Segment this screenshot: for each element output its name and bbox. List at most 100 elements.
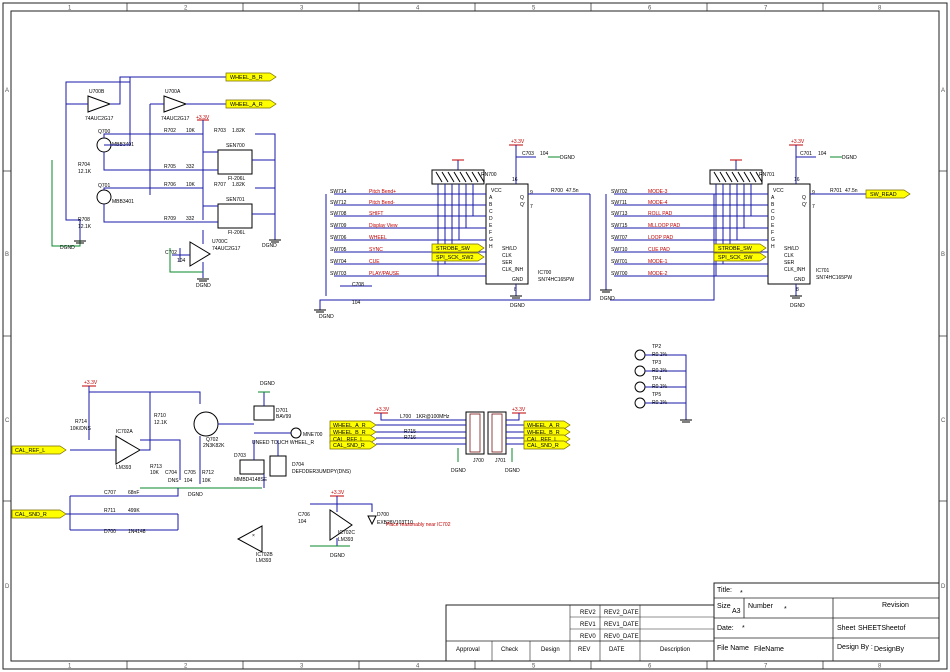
number-value: * [784, 606, 787, 613]
filename-label: File Name [717, 645, 749, 652]
u700b-ref: U700B [89, 89, 105, 95]
ic700-pin-q: Q [520, 195, 524, 201]
test-point-tp4 [634, 381, 646, 393]
test-point-tp2 [634, 349, 646, 361]
switch-name: Pitch Bend+ [369, 189, 396, 195]
switch-ref: SW710 [611, 247, 628, 253]
dgnd-label: DGND [196, 283, 211, 289]
tp-ref: TP3 [652, 360, 661, 366]
test-points: TP2 R0 1% TP3 R0 1% TP4 R0 1% TP5 R0 1% [634, 344, 692, 423]
sheet-value: SHEETSheetof [858, 625, 906, 632]
rev-code: REV0 [580, 634, 596, 640]
test-point-tp5 [634, 397, 646, 409]
dgnd-label: DGND [319, 314, 334, 320]
rev-date: REV0_DATE [604, 634, 639, 640]
switch-name: SHIFT [369, 211, 383, 217]
dgnd-label: DGND [842, 155, 857, 161]
u700a-ref: U700A [165, 89, 181, 95]
r713-ref: R713 [150, 464, 162, 470]
ic702b-part: LM393 [256, 558, 272, 564]
connector-j700 [465, 411, 485, 455]
ic700-vcc-pin: VCC [491, 188, 502, 194]
port-strobe-sw-label: STROBE_SW [436, 246, 471, 252]
size-value: A3 [732, 608, 741, 615]
ic701-pin-ser: SER [784, 260, 795, 266]
c703-val: 104 [540, 151, 549, 157]
r711-ref: R711 [104, 508, 116, 514]
d700-ref: D700 [104, 529, 116, 535]
ic701-pin9: 9 [812, 190, 815, 196]
rn700-ref: RN700 [481, 172, 497, 178]
frame-col-label: 7 [764, 664, 768, 670]
r702-val: 10K [186, 128, 196, 134]
tp-ref: TP2 [652, 344, 661, 350]
u700a-part: 74AUC2G17 [161, 116, 190, 122]
port-sw-read-label: SW_READ [870, 192, 897, 198]
frame-col-label: 3 [300, 664, 304, 670]
port-cal-snd [11, 509, 67, 519]
vcc-label: +3.3V [376, 407, 390, 413]
comparator-ic702a [115, 435, 141, 465]
transistor-q701 [96, 189, 112, 205]
r708-val: 12.1K [78, 224, 92, 230]
ic700-pin16: 16 [512, 177, 518, 183]
switch-name: MODE-1 [648, 259, 668, 265]
dgnd-label: DGND [330, 553, 345, 559]
c707-val: 68nF [128, 490, 139, 496]
ic702a-part: LM393 [116, 465, 132, 471]
r705-label: R705 [164, 164, 176, 170]
opto-sensor-sen700 [217, 149, 253, 175]
r716-ref: R716 [404, 435, 416, 441]
c707-ref: C707 [104, 490, 116, 496]
switch-ref: SW701 [611, 259, 628, 265]
sen700-part: FI-206L [228, 176, 245, 182]
frame-col-label: 6 [648, 6, 652, 12]
connector-j700-label: J700 [473, 458, 484, 464]
ic700-pin-ser: SER [502, 260, 513, 266]
r706-val: 10K [186, 182, 196, 188]
ic700-pin-g: G [489, 237, 493, 243]
port-k3-label: CAL_REF_L [527, 437, 557, 443]
d704-part: DEFDDER3UMDPY(DNS) [292, 469, 351, 475]
switch-ref: SW703 [330, 271, 347, 277]
d701-part: BAV99 [276, 414, 291, 420]
wheel-encoder-section: U700B 74AUC2G17 U700A 74AUC2G17 WHEEL_B_… [51, 72, 281, 289]
c701-val: 104 [818, 151, 827, 157]
rev-code: REV2 [580, 610, 596, 616]
switch-name: SYNC [369, 247, 383, 253]
switch-ref: SW711 [611, 200, 627, 206]
transistor-q702 [193, 411, 219, 437]
designby-value: DesignBy [874, 646, 904, 653]
switch-name: ROLL PAD [648, 211, 673, 217]
connector-section: +3.3V L700 1KR@100MHz J700 J701 R715 R71… [329, 407, 571, 474]
r709-label: R709 [164, 216, 176, 222]
tp-ref: TP4 [652, 376, 661, 382]
touch-electrode-mne700 [290, 427, 302, 439]
frame-col-label: 5 [532, 6, 536, 12]
switch-ref: SW713 [611, 211, 628, 217]
date-value: * [742, 625, 745, 632]
port-spi-sck-sw2 [431, 252, 485, 262]
mne700-ref: MNE700 [303, 432, 323, 438]
sheet-label: Sheet [837, 625, 855, 632]
r714-ref: R714 [75, 419, 87, 425]
c708-val: 104 [352, 300, 361, 306]
ic701-pin-h: H [771, 244, 775, 250]
port-cal-ref [11, 445, 67, 455]
sen700-ref: SEN700 [226, 143, 245, 149]
r701-val: 47.5n [845, 188, 858, 194]
tp-ref: TP5 [652, 392, 661, 398]
zener-d700 [367, 515, 377, 526]
switch-ref: SW715 [611, 223, 628, 229]
ic701-pin16: 16 [794, 177, 800, 183]
ic701-pin-shld: SH/LD [784, 246, 799, 252]
switch-ref: SW702 [611, 189, 628, 195]
c703-ref: C703 [522, 151, 534, 157]
touch-comparator-section: +3.3V R714 10K/DNS R710 12.1K IC702A LM3… [11, 380, 451, 564]
d700-part: 1N4148 [128, 529, 146, 535]
comparator-ic702b [236, 525, 263, 553]
tp-val: R0 1% [652, 352, 668, 358]
switch-name: MODE-3 [648, 189, 668, 195]
